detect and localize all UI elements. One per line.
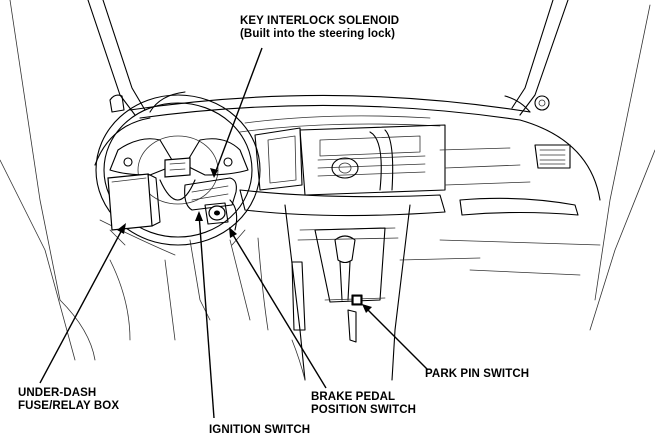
fuse-relay-box xyxy=(107,173,161,231)
key-interlock-solenoid-label: KEY INTERLOCK SOLENOID xyxy=(240,15,400,27)
fuse-box-label-line2: FUSE/RELAY BOX xyxy=(18,400,120,412)
park-pin-switch-label: PARK PIN SWITCH xyxy=(425,368,530,380)
brake-switch-label-line2: POSITION SWITCH xyxy=(311,404,416,416)
windshield-frame xyxy=(0,0,655,361)
brake-switch-label-line1: BRAKE PEDAL xyxy=(311,391,396,403)
steering-column xyxy=(184,177,238,231)
key-interlock-solenoid-note: (Built into the steering lock) xyxy=(240,28,396,40)
ignition-switch-label: IGNITION SWITCH xyxy=(209,424,311,436)
steering-wheel xyxy=(95,94,261,246)
leader-lines xyxy=(39,47,429,419)
dashboard xyxy=(94,91,601,216)
fuse-box-label-line1: UNDER-DASH xyxy=(18,387,97,399)
center-console xyxy=(239,189,601,381)
